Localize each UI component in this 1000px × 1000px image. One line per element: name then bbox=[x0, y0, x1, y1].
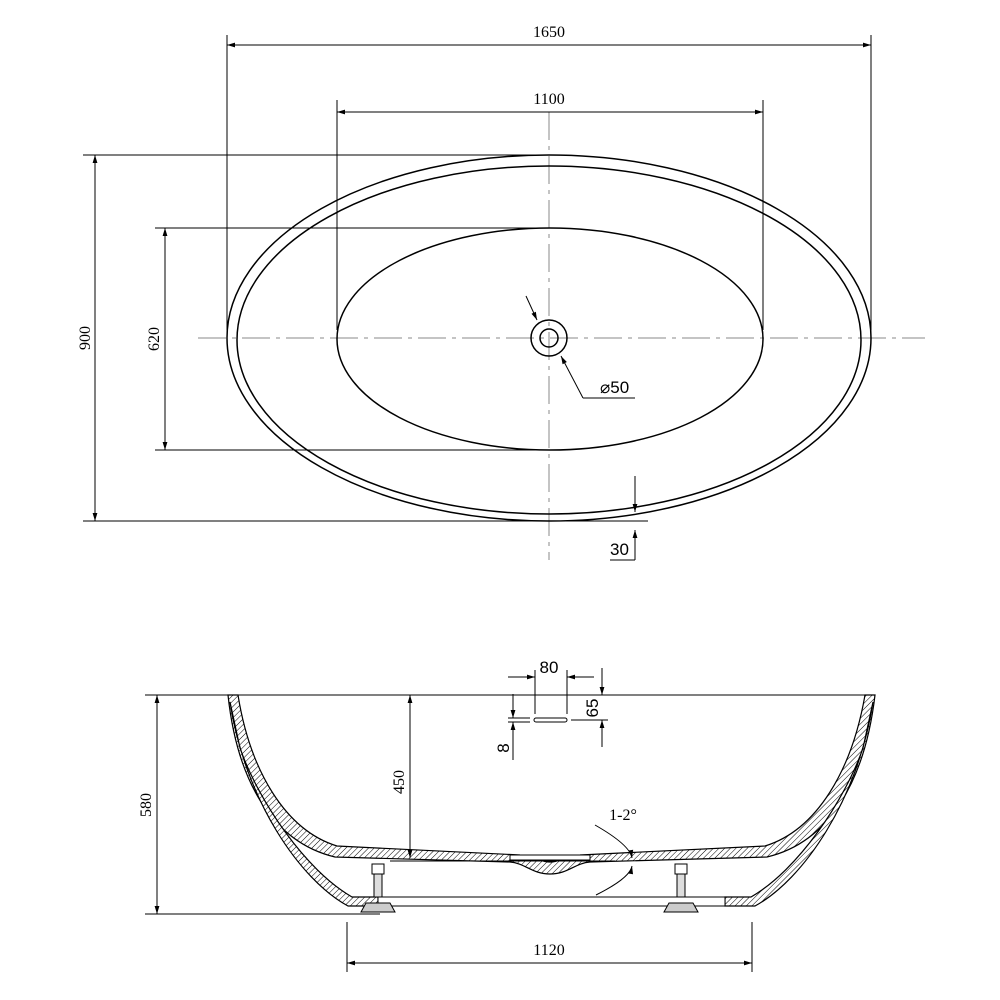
drain-plate bbox=[509, 854, 591, 861]
inner-length-label: 1100 bbox=[533, 91, 564, 108]
base-rail bbox=[377, 896, 726, 907]
drain-outer bbox=[530, 319, 568, 357]
drain-dimension-arrow bbox=[525, 295, 538, 321]
overflow-width-label: 80 bbox=[540, 658, 559, 677]
rim-label: 30 bbox=[610, 540, 629, 559]
slope-arrow bbox=[595, 865, 634, 896]
base-length-label: 1120 bbox=[533, 942, 564, 959]
overflow-height-label: 65 bbox=[583, 699, 602, 718]
overflow-slot bbox=[533, 717, 568, 723]
right-skirt-section bbox=[724, 701, 874, 907]
slope-label: 1-2° bbox=[609, 807, 637, 824]
drain-label: ⌀50 bbox=[600, 378, 629, 397]
length-label: 1650 bbox=[533, 24, 565, 41]
top-view: 1650 1100 900 620 ⌀50 30 bbox=[77, 24, 925, 561]
rim-inner-edge bbox=[236, 165, 862, 515]
left-skirt-section bbox=[229, 701, 379, 907]
height-label: 580 bbox=[138, 793, 155, 817]
slope-arrow bbox=[594, 824, 634, 859]
left-leg bbox=[360, 863, 396, 913]
side-view: 80 65 8 450 580 1-2° 1120 bbox=[138, 658, 876, 972]
bowl-outline bbox=[336, 227, 764, 451]
width-label: 900 bbox=[77, 326, 94, 350]
overflow-slot-label: 8 bbox=[494, 743, 513, 752]
depth-label: 450 bbox=[391, 770, 408, 794]
drain-dimension-arrow bbox=[560, 355, 584, 399]
drain-inner bbox=[539, 328, 559, 348]
inner-width-label: 620 bbox=[146, 327, 163, 351]
right-leg bbox=[663, 863, 699, 913]
